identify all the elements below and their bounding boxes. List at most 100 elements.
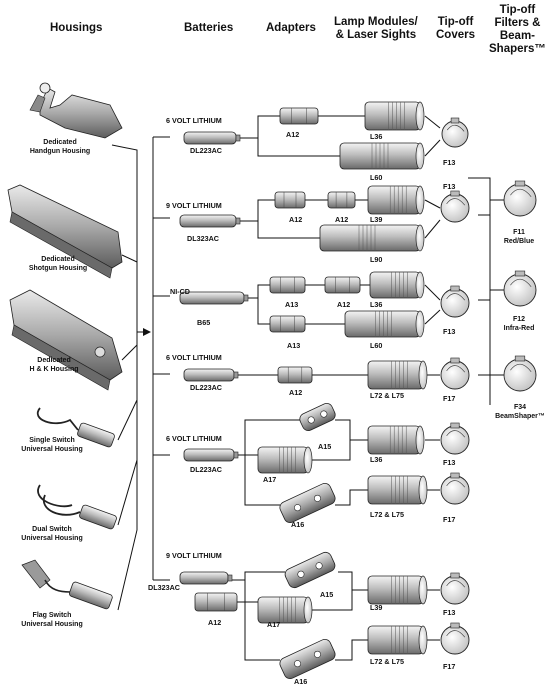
- adapter-a12-image: [277, 366, 313, 384]
- lamp-module-l72-l75-image: [367, 360, 428, 390]
- filter-f34-image: [503, 355, 537, 392]
- housing-single-line-2: Universal Housing: [21, 445, 83, 453]
- battery-5-model: DL223AC: [190, 465, 222, 474]
- header-lamp-modules-line-1: Lamp Modules/: [334, 16, 418, 28]
- cover-f17-label: F17: [443, 515, 456, 524]
- cover-f17-image: [440, 472, 470, 505]
- adapter-a15-label: A15: [318, 442, 332, 451]
- adapter-a12-label: A12: [335, 215, 349, 224]
- lamp-module-l36-image: [367, 425, 425, 455]
- cover-f13-image: [440, 285, 470, 318]
- housing-dual-line-1: Dual Switch: [32, 526, 72, 533]
- cover-f13-label: F13: [443, 327, 456, 336]
- battery-images: [179, 131, 249, 585]
- flag-switch-housing-image: [21, 559, 113, 610]
- header-tip-off-filters: Tip-off Filters & Beam- Shapers™: [489, 4, 546, 56]
- module-l72-l75-label: L72 & L75: [370, 510, 404, 519]
- battery-4-model: DL223AC: [190, 383, 222, 392]
- cover-f13-image: [440, 190, 470, 223]
- adapter-a17-label: A17: [267, 620, 281, 629]
- lamp-module-l36-image: [369, 271, 425, 299]
- battery-6-model: DL323AC: [148, 583, 180, 592]
- handgun-housing-image: [29, 82, 123, 139]
- module-l36-label: L36: [370, 132, 383, 141]
- header-batteries: Batteries: [184, 22, 234, 34]
- housing-shotgun-line-2: Shotgun Housing: [28, 264, 88, 272]
- filter-f34-code: F34: [513, 404, 527, 411]
- adapter-a12-label: A12: [289, 388, 303, 397]
- adapter-a12-image: [279, 107, 319, 125]
- battery-icon: [183, 448, 239, 462]
- adapter-a12-image: [324, 276, 361, 294]
- cover-f13-label: F13: [443, 158, 456, 167]
- filter-f12-label: F12 Infra-Red: [497, 316, 541, 333]
- adapter-a15-label: A15: [320, 590, 334, 599]
- module-l60-label: L60: [370, 173, 383, 182]
- housing-hk-line-1: Dedicated: [37, 357, 71, 364]
- module-l72-l75-label: L72 & L75: [370, 391, 404, 400]
- filter-f11-label: F11 Red/Blue: [497, 229, 541, 246]
- battery-icon: [179, 571, 233, 585]
- lamp-module-l72-l75-image: [367, 625, 428, 655]
- cover-f13-label: F13: [443, 608, 456, 617]
- adapter-a16-label: A16: [291, 520, 305, 529]
- adapter-a12-image: [194, 592, 238, 612]
- housing-flag-line-2: Universal Housing: [21, 620, 83, 628]
- module-l39-label: L39: [370, 215, 383, 224]
- adapter-a12-label: A12: [286, 130, 300, 139]
- header-lamp-modules-line-2: & Laser Sights: [335, 29, 417, 41]
- lamp-module-l60-image: [339, 142, 425, 170]
- dual-switch-housing-image: [37, 484, 117, 530]
- cover-f13-label: F13: [443, 182, 456, 191]
- housing-dual-line-2: Universal Housing: [21, 534, 83, 542]
- adapter-a16-image: [279, 482, 336, 524]
- cover-f17-image: [440, 357, 470, 390]
- battery-2-voltage: 9 VOLT LITHIUM: [166, 201, 222, 210]
- filter-f34-label: F34 BeamShaper™: [491, 404, 549, 421]
- adapter-a13-label: A13: [285, 300, 299, 309]
- adapter-a12-label: A12: [337, 300, 351, 309]
- filter-f12-code: F12: [512, 316, 526, 323]
- adapter-a13-image: [269, 276, 306, 294]
- housing-label-hk: Dedicated H & K Housing: [14, 357, 94, 374]
- filter-f12-image: [503, 270, 537, 307]
- shotgun-housing-image: [7, 184, 123, 279]
- cover-f13-label: F13: [443, 458, 456, 467]
- adapter-a16-label: A16: [294, 677, 308, 686]
- adapter-a15-image: [284, 551, 336, 589]
- housing-label-single-switch: Single Switch Universal Housing: [12, 437, 92, 454]
- lamp-module-l90-image: [319, 224, 425, 252]
- cover-f13-image: [440, 422, 470, 455]
- battery-5-voltage: 6 VOLT LITHIUM: [166, 434, 222, 443]
- header-filters-line-3: Beam-: [499, 30, 536, 42]
- battery-4-voltage: 6 VOLT LITHIUM: [166, 353, 222, 362]
- module-l36-label: L36: [370, 455, 383, 464]
- battery-6-voltage: 9 VOLT LITHIUM: [166, 551, 222, 560]
- adapter-a17-image: [257, 446, 313, 474]
- filter-f11-name: Red/Blue: [503, 237, 535, 245]
- housing-label-dual-switch: Dual Switch Universal Housing: [12, 526, 92, 543]
- header-adapters: Adapters: [266, 22, 316, 34]
- housing-label-handgun: Dedicated Handgun Housing: [20, 139, 100, 156]
- battery-1-voltage: 6 VOLT LITHIUM: [166, 116, 222, 125]
- battery-6-adapter: A12: [208, 618, 222, 627]
- connector-lines: [111, 115, 505, 661]
- adapter-a13-label: A13: [287, 341, 301, 350]
- battery-icon: [183, 368, 239, 382]
- lamp-module-l36-image: [364, 101, 425, 131]
- adapter-a15-image: [299, 403, 336, 431]
- filter-f34-name: BeamShaper™: [495, 412, 545, 420]
- header-covers-line-1: Tip-off: [437, 16, 474, 28]
- filter-f12-name: Infra-Red: [503, 324, 535, 332]
- housing-handgun-line-1: Dedicated: [43, 139, 77, 146]
- filter-f11-image: [503, 180, 537, 217]
- hk-housing-image: [9, 289, 123, 391]
- battery-icon: [183, 131, 241, 145]
- adapter-a13-image: [269, 315, 306, 333]
- adapter-a16-image: [279, 638, 336, 680]
- housing-label-shotgun: Dedicated Shotgun Housing: [18, 256, 98, 273]
- battery-3-voltage: NI-CD: [170, 287, 190, 296]
- module-l72-l75-label: L72 & L75: [370, 657, 404, 666]
- battery-3-model: B65: [197, 318, 211, 327]
